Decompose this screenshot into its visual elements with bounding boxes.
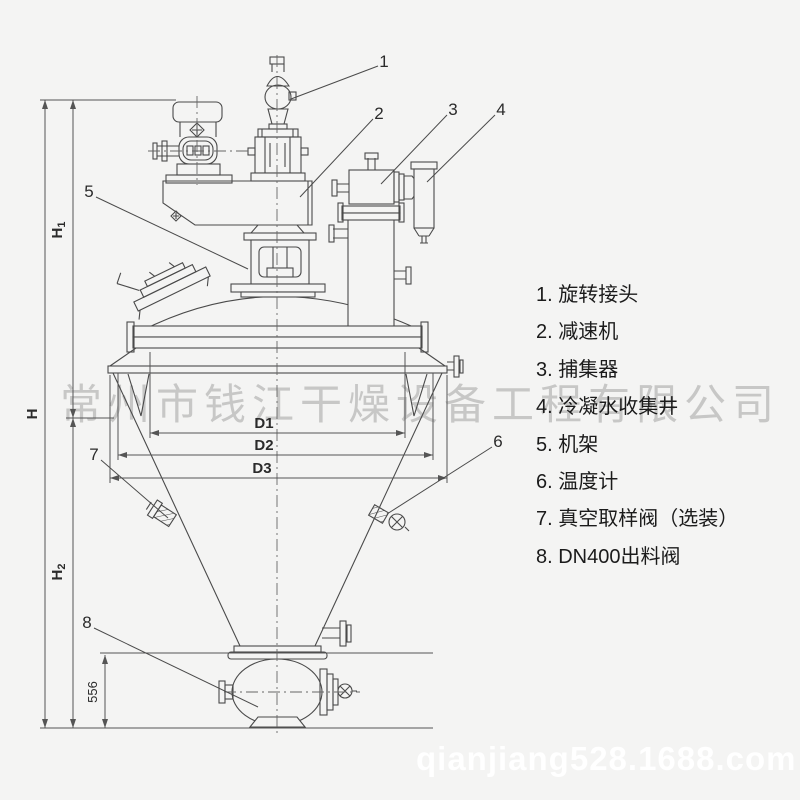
callout-6: 6 [493,432,502,451]
legend-item-7: 7. 真空取样阀（选装） [536,501,738,538]
discharge-ball-valve [218,658,357,728]
dim-label-h2: H2 [49,564,68,581]
callout-2: 2 [374,104,383,123]
dim-label-h1: H1 [49,222,68,239]
legend-item-8: 8. DN400出料阀 [536,539,738,576]
legend-item-label: 1. 旋转接头 [536,284,639,306]
motor [152,101,233,184]
collector [331,152,422,205]
legend-item-1: 1. 旋转接头 [536,277,738,314]
main-flange [107,321,448,417]
dim-label-h: H [24,409,41,420]
callout-3: 3 [448,100,457,119]
sampling-valve [145,499,178,528]
dim-label-d2: D2 [254,437,273,454]
url-watermark: qianjiang528.1688.com [416,740,797,777]
dim-line-d2 [117,373,434,460]
callout-numbers: 1 2 3 4 5 6 7 8 [82,52,505,632]
legend-item-label: 2. 减速机 [536,321,619,344]
legend-item-2: 2. 减速机 [536,314,738,351]
legend-item-label: 3. 捕集器 [536,358,619,381]
dimension-arrowheads [42,100,447,728]
legend-item-label: 6. 温度计 [536,470,619,493]
rotary-joint [257,56,299,138]
manhole [116,261,211,320]
dim-line-d3 [109,375,448,483]
machine-drawing [107,56,464,728]
cone-nozzle [322,620,352,647]
condensate-collector [410,161,438,244]
callout-4: 4 [496,100,505,119]
dim-label-d3: D3 [252,460,271,477]
drive-column [247,136,309,182]
thermometer [367,504,410,532]
legend-item-label: 4. 冷凝水收集井 [536,396,679,419]
dim-line-d1 [149,352,406,438]
legend-item-3: 3. 捕集器 [536,352,738,389]
legend-item-label: 5. 机架 [536,433,599,456]
support-frame [230,224,326,298]
rim-nozzle [447,355,464,378]
parts-legend: 1. 旋转接头 2. 减速机 3. 捕集器 4. 冷凝水收集井 5. 机架 6.… [536,277,738,576]
dimension-lines [40,99,448,729]
centerlines [148,55,360,736]
condenser-column [328,202,412,326]
legend-item-5: 5. 机架 [536,427,738,464]
legend-item-label: 8. DN400出料阀 [536,545,681,568]
callout-7: 7 [89,445,98,464]
callout-5: 5 [84,182,93,201]
dim-label-d1: D1 [254,415,273,432]
reducer-housing [162,180,313,226]
dim-label-556: 556 [85,681,100,703]
callout-leaders [93,65,496,708]
callout-1: 1 [379,52,388,71]
legend-item-label: 7. 真空取样阀（选装） [536,508,739,531]
legend-item-4: 4. 冷凝水收集井 [536,389,738,426]
legend-item-6: 6. 温度计 [536,464,738,501]
callout-8: 8 [82,613,91,632]
